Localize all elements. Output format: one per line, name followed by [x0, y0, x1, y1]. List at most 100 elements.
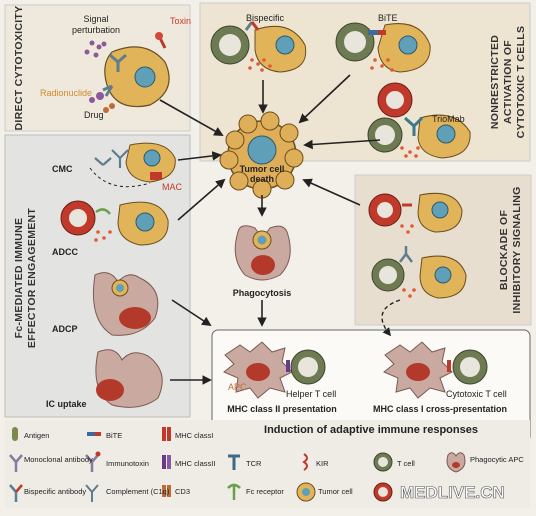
legend-mhc2-icon [162, 455, 171, 469]
fc-receptor-icon [95, 208, 111, 215]
tumor-death-label-1: Tumor cell [240, 164, 285, 174]
tumor-cell-death [219, 111, 304, 199]
mhc-class-i-icon [447, 360, 451, 372]
legend-immunotoxin-label: Immunotoxin [106, 459, 149, 468]
legend-kir-label: KIR [316, 459, 329, 468]
legend-kir-icon [302, 453, 308, 471]
triomab-tumor-cell [417, 114, 471, 159]
antibody-icon [102, 53, 127, 97]
legend-nk-cell-icon [373, 482, 393, 502]
dashed-arrow [381, 299, 401, 337]
phagocytic-apc [234, 225, 291, 281]
adaptive-label: Induction of adaptive immune responses [264, 424, 478, 436]
triomab-icon [404, 116, 424, 136]
legend-immunotoxin-icon [85, 451, 101, 472]
mac-label: MAC [162, 182, 183, 192]
legend-complement-label: Complement (C1q) [106, 487, 170, 496]
helper-t-label: Helper T cell [286, 389, 336, 399]
bite-label: BiTE [378, 13, 398, 23]
blockade-tcell [371, 258, 405, 292]
arrows [159, 74, 381, 385]
direct-tumor-cell [104, 46, 170, 108]
triomab-tcell-2 [367, 117, 403, 153]
perturbation-label: perturbation [72, 25, 120, 35]
triomab-label: TrioMab [432, 114, 465, 124]
legend-bite-icon [87, 432, 101, 436]
red-granules [248, 58, 272, 72]
cmc-label: CMC [52, 164, 73, 174]
bispecific-tcell [210, 25, 250, 65]
adcp-label: ADCP [52, 324, 78, 334]
cmc-tumor-cell [125, 142, 176, 183]
nonrestricted-title-line1: NONRESTRICTED [489, 35, 501, 129]
legend-mhc1-icon [162, 427, 171, 441]
legend-bispecific-label: Bispecific antibody [24, 487, 86, 496]
radionuclide-label: Radionuclide [40, 88, 92, 98]
legend-mab-icon [9, 454, 23, 472]
legend-tcr-icon [228, 454, 240, 470]
legend-mhc2-label: MHC classII [175, 459, 215, 468]
apc-dendritic-2 [383, 341, 453, 399]
legend-bispecific-icon [9, 484, 23, 502]
red-granules [400, 224, 416, 298]
legend-cd3-icon [162, 485, 171, 497]
red-granules [400, 146, 420, 158]
helper-tcell [290, 349, 326, 385]
bite-icon [368, 30, 386, 35]
legend-cd3-label: CD3 [175, 487, 190, 496]
blockade-tumor-cell-1 [417, 192, 463, 233]
legend-bite-label: BiTE [106, 431, 122, 440]
watermark: MEDLIVE.CN [400, 483, 505, 502]
blockade-tumor-cell-2 [419, 255, 467, 299]
antibody-icon [399, 246, 413, 263]
ic-uptake-apc [95, 349, 163, 408]
legend-mhc1-label: MHC classI [175, 431, 213, 440]
ic-uptake-label: IC uptake [46, 399, 87, 409]
red-granules [94, 230, 112, 242]
mhc2-label: MHC class II presentation [227, 404, 337, 414]
adcc-nk-cell [60, 200, 96, 236]
triomab-tcell [377, 82, 413, 118]
mhc-class-ii-icon [286, 360, 290, 372]
signal-dots [84, 40, 107, 58]
legend-antigen-icon [12, 427, 18, 441]
mhc1-label: MHC class I cross-presentation [373, 404, 507, 414]
legend-tcell-icon [373, 452, 393, 472]
phagocytosis-label: Phagocytosis [233, 288, 292, 298]
adcc-label: ADCC [52, 247, 78, 257]
legend-fc-receptor-label: Fc receptor [246, 487, 284, 496]
bite-tumor-cell [377, 23, 431, 73]
adcc-tumor-cell [117, 201, 169, 246]
apc-dendritic-1 [223, 341, 293, 399]
apc-label: APC [228, 382, 247, 392]
cytotoxic-tcell [452, 349, 488, 385]
legend-tcell-label: T cell [397, 459, 415, 468]
nonrestricted-title-line2: ACTIVATION OF [502, 40, 514, 124]
blockade-title-line1: BLOCKADE OF [498, 210, 510, 291]
fc-title-line1: Fc-MEDIATED IMMUNE [13, 218, 25, 339]
legend-tumor-cell-icon [296, 482, 316, 502]
fc-title-line2: EFFECTOR ENGAGEMENT [26, 208, 38, 349]
toxin-icon [155, 32, 167, 49]
bispecific-label: Bispecific [246, 13, 285, 23]
radionuclide-icon [89, 92, 104, 103]
legend-mab-label: Monoclonal antibody [24, 455, 93, 464]
bite-tcell [335, 22, 375, 62]
drug-icon [103, 103, 115, 113]
mac-icon [150, 172, 162, 180]
legend-apc-icon [446, 452, 466, 473]
drug-label: Drug [84, 110, 104, 120]
legend-fc-receptor-icon [227, 483, 241, 500]
blockade-title-line2: INHIBITORY SIGNALING [511, 186, 523, 313]
legend-antigen-label: Antigen [24, 431, 49, 440]
cmc-dashed-line [89, 167, 151, 188]
blockade-nk-cell [368, 193, 402, 227]
cytotoxic-t-label: Cytotoxic T cell [446, 389, 507, 399]
complement-icon [94, 149, 129, 168]
nonrestricted-title-line3: CYTOTOXIC T CELLS [515, 26, 527, 139]
signal-label: Signal [83, 14, 108, 24]
legend-tumor-cell-label: Tumor cell [318, 487, 353, 496]
legend-complement-icon [85, 484, 99, 502]
